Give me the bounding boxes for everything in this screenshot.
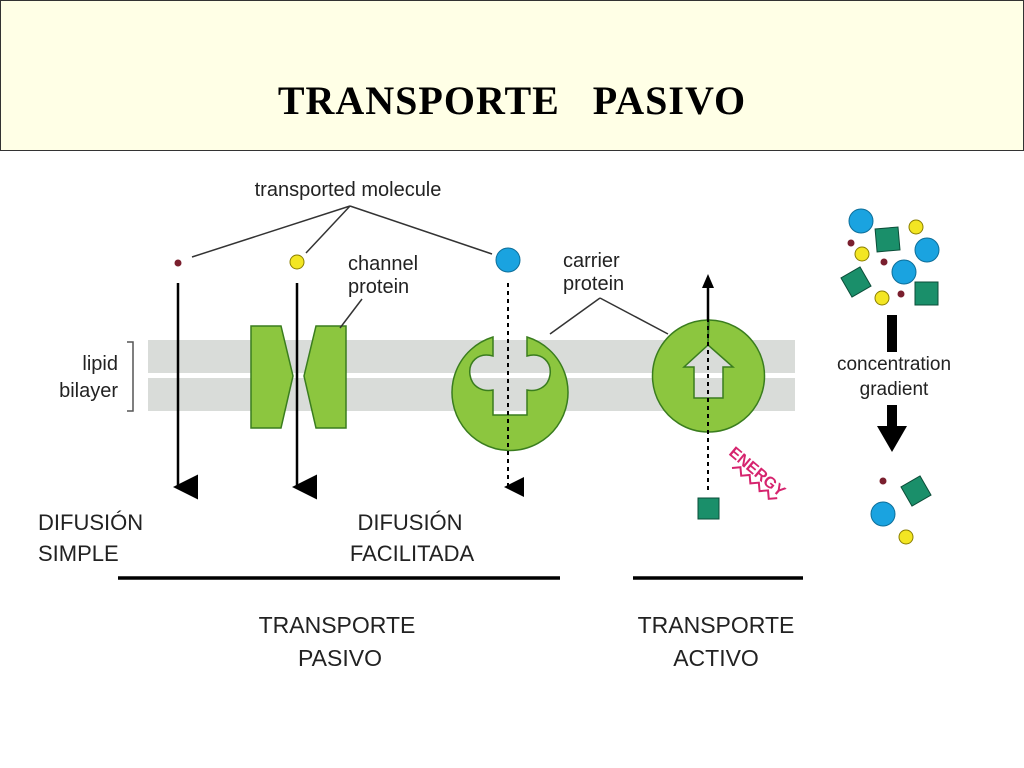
carrier-pointers (549, 297, 669, 335)
pointer-line-simple (191, 205, 351, 258)
gradient-red-dot-1 (847, 239, 855, 247)
carrier-protein-active (651, 319, 766, 433)
gradient-arrowhead (877, 426, 907, 452)
energy-label: ENERGY (725, 444, 788, 501)
difusion-simple-line2: SIMPLE (38, 541, 119, 566)
gradient-label-line1: concentration (837, 354, 951, 375)
transported-molecule-pointers (191, 205, 493, 258)
carrier-pointer-left (549, 297, 601, 335)
gradient-blue-molecule-2 (914, 237, 940, 263)
low-blue-molecule (870, 501, 896, 527)
pointer-line-channel (305, 205, 351, 254)
gradient-red-dot-2 (880, 258, 888, 266)
transporte-pasivo-line1: TRANSPORTE (259, 612, 416, 638)
gradient-teal-molecule-1 (874, 226, 901, 253)
active-carrier-body (651, 319, 766, 433)
gradient-teal-molecule-3 (914, 281, 939, 306)
transporte-activo-line1: TRANSPORTE (638, 612, 795, 638)
gradient-blue-molecule-1 (848, 208, 874, 234)
low-yellow-molecule (898, 529, 914, 545)
active-arrowhead (702, 274, 714, 288)
gradient-arrow-shaft-top (887, 315, 897, 352)
transporte-activo-line2: ACTIVO (673, 645, 759, 671)
carrier-protein-body (451, 335, 569, 452)
gradient-yellow-molecule-1 (908, 219, 924, 235)
channel-label-line2: protein (348, 276, 409, 298)
energy-wave (731, 466, 778, 500)
channel-label-line1: channel (348, 253, 418, 275)
gradient-red-dot-3 (897, 290, 905, 298)
channel-protein-left (250, 325, 294, 429)
pointer-line-carrier (349, 205, 493, 255)
gradient-yellow-molecule-2 (854, 246, 870, 262)
difusion-facilitada-line1: DIFUSIÓN (357, 510, 462, 535)
difusion-facilitada-line2: FACILITADA (350, 541, 475, 566)
channel-protein (250, 325, 347, 429)
channel-protein-right (303, 325, 347, 429)
slide-title: TRANSPORTE PASIVO (277, 78, 747, 123)
transporte-pasivo-line2: PASIVO (298, 645, 382, 671)
bilayer-bracket (127, 341, 134, 412)
yellow-molecule (289, 254, 305, 270)
active-teal-molecule (697, 497, 720, 520)
lipid-label-line1: lipid (82, 353, 118, 375)
gradient-blue-molecule-3 (891, 259, 917, 285)
gradient-label-line2: gradient (860, 379, 929, 400)
difusion-simple-line1: DIFUSIÓN (38, 510, 143, 535)
gradient-teal-molecule-2 (840, 266, 872, 298)
transported-molecule-label: transported molecule (255, 179, 442, 201)
carrier-pointer-right (599, 297, 669, 335)
low-red-dot (879, 477, 887, 485)
high-concentration-cluster (840, 208, 940, 306)
low-teal-molecule (900, 475, 932, 507)
small-molecule-dot (174, 259, 182, 267)
carrier-protein-passive (451, 335, 569, 452)
lipid-label-line2: bilayer (59, 380, 118, 402)
carrier-label-line2: protein (563, 273, 624, 295)
channel-pointer (339, 298, 363, 329)
carrier-label-line1: carrier (563, 250, 620, 272)
gradient-yellow-molecule-3 (874, 290, 890, 306)
low-concentration-cluster (870, 475, 932, 545)
title-bar: TRANSPORTE PASIVO (0, 0, 1024, 151)
gradient-arrow-shaft-bottom (887, 405, 897, 427)
blue-molecule (495, 247, 521, 273)
